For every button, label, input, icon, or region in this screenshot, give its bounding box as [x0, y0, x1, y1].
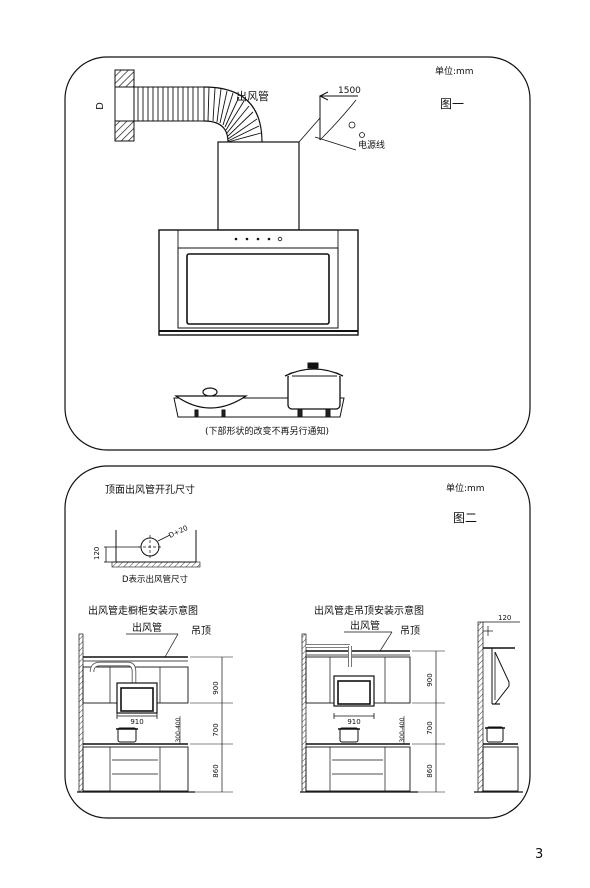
page-number: 3	[535, 847, 543, 862]
chimney-leader	[298, 117, 321, 143]
ceiling-install-diagram	[300, 633, 445, 793]
figure-title-2: 图二	[453, 511, 477, 525]
hole-offset: 120	[93, 547, 101, 560]
dim-300-400-cabinet: 300-400	[175, 717, 182, 742]
side-view-diagram	[474, 621, 523, 793]
duct-label-cabinet: 出风管	[132, 621, 162, 634]
power-cord-dimension	[314, 91, 365, 151]
ceiling-label-cabinet: 吊顶	[191, 625, 211, 637]
power-cord-label: 电源线	[358, 139, 385, 151]
figure-2-panel: 单位:mm 图二 顶面出风管开孔尺寸 D+20 120 D表示出风管尺寸 出风管…	[64, 465, 531, 819]
hood-chimney	[217, 141, 300, 231]
unit-label-2: 单位:mm	[446, 482, 485, 494]
hole-size-heading: 顶面出风管开孔尺寸	[105, 483, 195, 496]
duct-label: 出风管	[236, 89, 269, 103]
dim-1500: 1500	[338, 86, 361, 96]
range-hood	[158, 229, 359, 336]
dim-700-ceiling: 700	[426, 721, 434, 734]
cabinet-install-title: 出风管走橱柜安装示意图	[88, 604, 198, 617]
control-buttons	[234, 236, 283, 242]
dim-300-400-ceiling: 300-400	[399, 717, 406, 742]
d-label: D	[95, 102, 106, 110]
dim-860-cabinet: 860	[212, 764, 220, 777]
dim-860-ceiling: 860	[426, 764, 434, 777]
ceiling-hole-detail	[104, 530, 201, 568]
stove-with-cookware	[173, 362, 345, 418]
dim-120-side: 120	[498, 614, 511, 622]
wall	[114, 69, 135, 142]
dim-910-ceiling: 910	[347, 718, 360, 726]
exhaust-duct	[133, 86, 263, 143]
cabinet-install-diagram	[77, 633, 233, 793]
unit-label: 单位:mm	[435, 65, 474, 77]
hole-dimension: D+20	[167, 524, 189, 540]
ceiling-install-title: 出风管走吊顶安装示意图	[314, 604, 424, 617]
figure-1-panel: 单位:mm 图一 D	[64, 56, 531, 451]
hole-caption: D表示出风管尺寸	[122, 574, 189, 585]
dim-910-cabinet: 910	[130, 718, 143, 726]
dim-900-ceiling: 900	[426, 673, 434, 686]
ceiling-label-ceiling: 吊顶	[400, 625, 420, 637]
dim-900-cabinet: 900	[212, 681, 220, 694]
duct-label-ceiling: 出风管	[350, 619, 380, 632]
dim-700-cabinet: 700	[212, 723, 220, 736]
figure-title: 图一	[440, 97, 464, 111]
shape-change-notice: (下部形状的改变不再另行通知)	[205, 425, 329, 437]
